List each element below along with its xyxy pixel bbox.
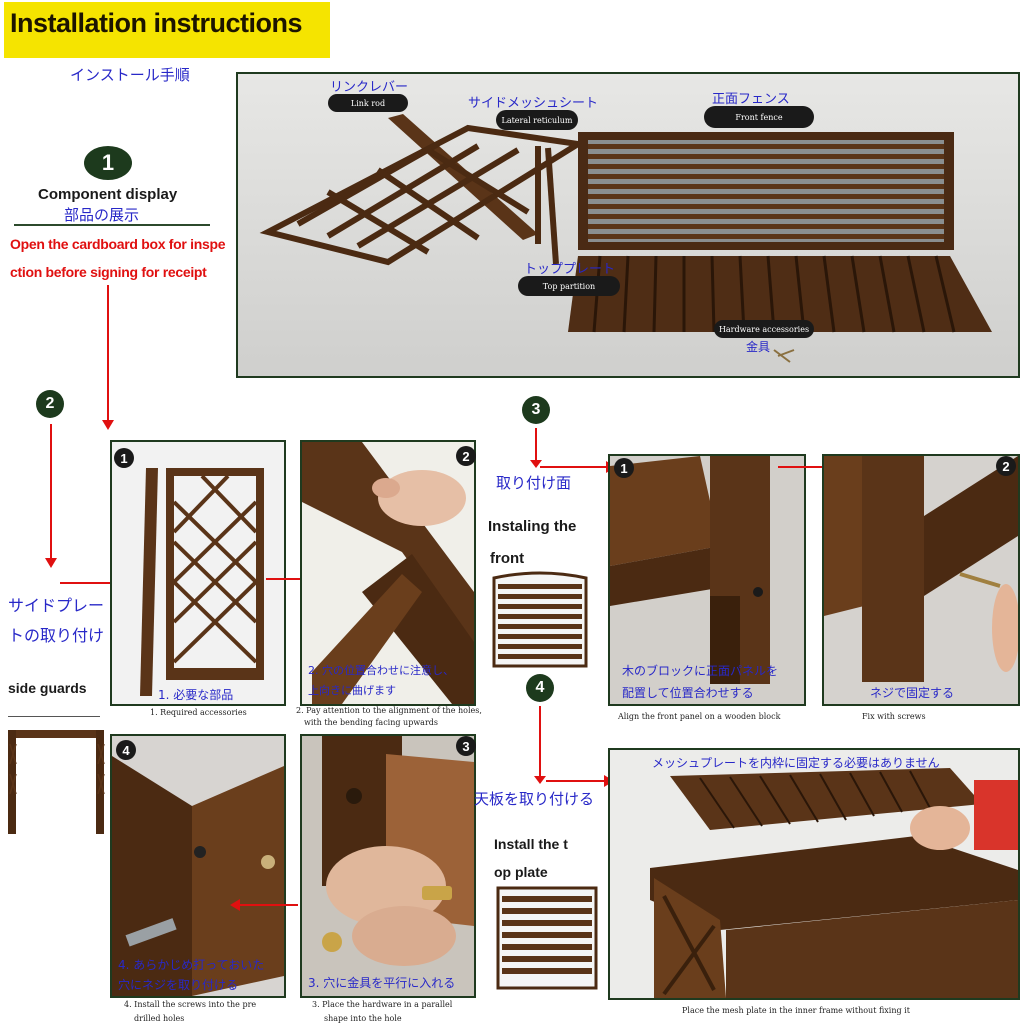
step-3-panel-1-overlay-line-2: 配置して位置合わせする	[622, 686, 754, 700]
step-3-panel-2-overlay: ネジで固定する	[870, 686, 955, 700]
align-front-panel-illustration	[610, 456, 770, 684]
step-2-panel-4-caption-line-2: drilled holes	[134, 1014, 185, 1023]
top-plate-mini-diagram	[496, 886, 598, 990]
arrow-step1-down	[107, 285, 109, 423]
step-2-panel-3	[300, 734, 476, 998]
place-mesh-plate-illustration	[650, 768, 1018, 998]
arrow-panel-3-to-4-head	[230, 899, 240, 911]
hardware-label-en: Hardware accessories	[714, 320, 814, 338]
hardware-label-jp: 金具	[746, 340, 771, 354]
arrow-step4-down	[539, 706, 541, 780]
step-3-panel-1-caption: Align the front panel on a wooden block	[618, 712, 781, 721]
side-guards-diagram	[8, 730, 105, 834]
link-rod-label-jp: リンクレバー	[330, 80, 409, 95]
step-2-panel-2-caption-line-1: 2. Pay attention to the alignment of the…	[296, 706, 482, 715]
arrow-step2-head	[45, 558, 57, 568]
arrow-step4-head	[534, 776, 546, 784]
step-2-panel-3-badge: 3	[456, 736, 476, 756]
place-hardware-illustration	[322, 736, 474, 966]
step-4-label-en-line-1: Install the t	[494, 836, 568, 852]
install-screws-illustration	[112, 756, 284, 996]
inspection-note-line-1: Open the cardboard box for inspe	[10, 236, 226, 252]
lateral-label-en: Lateral reticulum	[496, 110, 578, 130]
component-display-photo	[236, 72, 1020, 378]
arrow-to-panel-1	[60, 582, 116, 584]
step-2-label-jp-line-1: サイドプレー	[8, 596, 105, 615]
fix-with-screws-illustration	[824, 456, 1018, 682]
lateral-lattice-shape	[259, 124, 587, 266]
step-4-marker: 4	[526, 674, 554, 702]
step-1-label-en: Component display	[38, 186, 178, 203]
step-3-label-en-line-2: front	[490, 550, 525, 567]
step-3-panel-1-overlay-line-1: 木のブロックに正面パネルを	[622, 664, 779, 678]
link-rod-shape	[388, 114, 538, 240]
step-2-panel-2-overlay-line-2: 上向きに曲げます	[308, 684, 396, 697]
step-2-panel-4	[110, 734, 286, 998]
step-2-panel-1	[110, 440, 286, 706]
step-2-panel-2-overlay-line-1: 2. 穴の位置合わせに注意し、	[308, 664, 454, 677]
component-display-illustration	[238, 74, 1018, 376]
arrow-step3-panel-1-to-2	[778, 466, 828, 468]
arrow-to-step4-panel	[546, 780, 608, 782]
step-3-panel-2-caption: Fix with screws	[862, 712, 926, 721]
step-3-panel-2	[822, 454, 1020, 706]
link-rod-label-en: Link rod	[328, 94, 408, 112]
top-partition-label-en: Top partition	[518, 276, 620, 296]
arrow-step1-head	[102, 420, 114, 430]
step-2-panel-1-badge: 1	[114, 448, 134, 468]
top-partition-shape	[568, 256, 992, 332]
top-partition-label-jp: トッププレート	[524, 262, 616, 277]
step-2-panel-2	[300, 440, 476, 706]
step-2-label-en: side guards	[8, 680, 87, 696]
step-2-panel-2-caption-line-2: with the bending facing upwards	[304, 718, 438, 727]
step-3-label-jp: 取り付け面	[496, 474, 572, 492]
step-3-panel-1-badge: 1	[614, 458, 634, 478]
arrow-to-step3-panel-1	[540, 466, 610, 468]
inspection-note-line-2: ction before signing for receipt	[10, 264, 207, 280]
page-title: Installation instructions	[10, 8, 303, 38]
step-2-panel-3-caption-line-2: shape into the hole	[324, 1014, 402, 1023]
step-4-label-en-line-2: op plate	[494, 864, 548, 880]
arrow-step3-down	[535, 428, 537, 462]
side-guards-divider	[8, 716, 100, 717]
step-2-panel-4-badge: 4	[116, 740, 136, 760]
front-fence-label-jp: 正面フェンス	[712, 92, 790, 107]
step-1-marker: 1	[84, 146, 132, 180]
step-2-panel-1-overlay: 1. 必要な部品	[158, 688, 234, 702]
step-1-label-jp: 部品の展示	[64, 206, 140, 224]
arrow-panel-1-to-2	[266, 578, 324, 580]
step-4-panel-overlay: メッシュプレートを内枠に固定する必要はありません	[652, 756, 940, 770]
page-subtitle-jp: インストール手順	[70, 66, 190, 84]
step-4-panel	[608, 748, 1020, 1000]
front-fence-label-en: Front fence	[704, 106, 814, 128]
arrow-step2-down	[50, 424, 52, 560]
step-2-panel-1-caption: 1. Required accessories	[150, 708, 247, 717]
step-4-label-jp: 天板を取り付ける	[474, 790, 595, 808]
required-accessories-illustration	[140, 468, 264, 696]
step-2-panel-4-caption-line-1: 4. Install the screws into the pre	[124, 1000, 257, 1009]
step-1-divider	[14, 224, 210, 226]
step-3-marker: 3	[522, 396, 550, 424]
hole-alignment-illustration	[302, 442, 474, 704]
title-banner	[4, 2, 330, 58]
step-3-panel-2-badge: 2	[996, 456, 1016, 476]
step-2-panel-3-overlay: 3. 穴に金具を平行に入れる	[308, 976, 456, 990]
step-2-panel-4-overlay-line-1: 4. あらかじめ打っておいた	[118, 958, 265, 972]
step-2-marker: 2	[36, 390, 64, 418]
step-2-label-jp-line-2: トの取り付け	[8, 626, 105, 645]
step-2-panel-2-badge: 2	[456, 446, 476, 466]
lateral-label-jp: サイドメッシュシート	[468, 96, 599, 111]
step-3-label-en-line-1: Instaling the	[488, 518, 577, 535]
hardware-shape	[773, 349, 795, 363]
front-fence-shape	[578, 132, 954, 250]
step-3-panel-1	[608, 454, 806, 706]
front-mini-diagram	[492, 571, 588, 668]
step-2-panel-4-overlay-line-2: 穴にネジを取り付ける	[118, 978, 239, 992]
arrow-panel-3-to-4	[238, 904, 298, 906]
step-4-panel-caption: Place the mesh plate in the inner frame …	[682, 1006, 910, 1015]
arrow-step3-head	[530, 460, 542, 468]
step-2-panel-3-caption-line-1: 3. Place the hardware in a parallel	[312, 1000, 453, 1009]
